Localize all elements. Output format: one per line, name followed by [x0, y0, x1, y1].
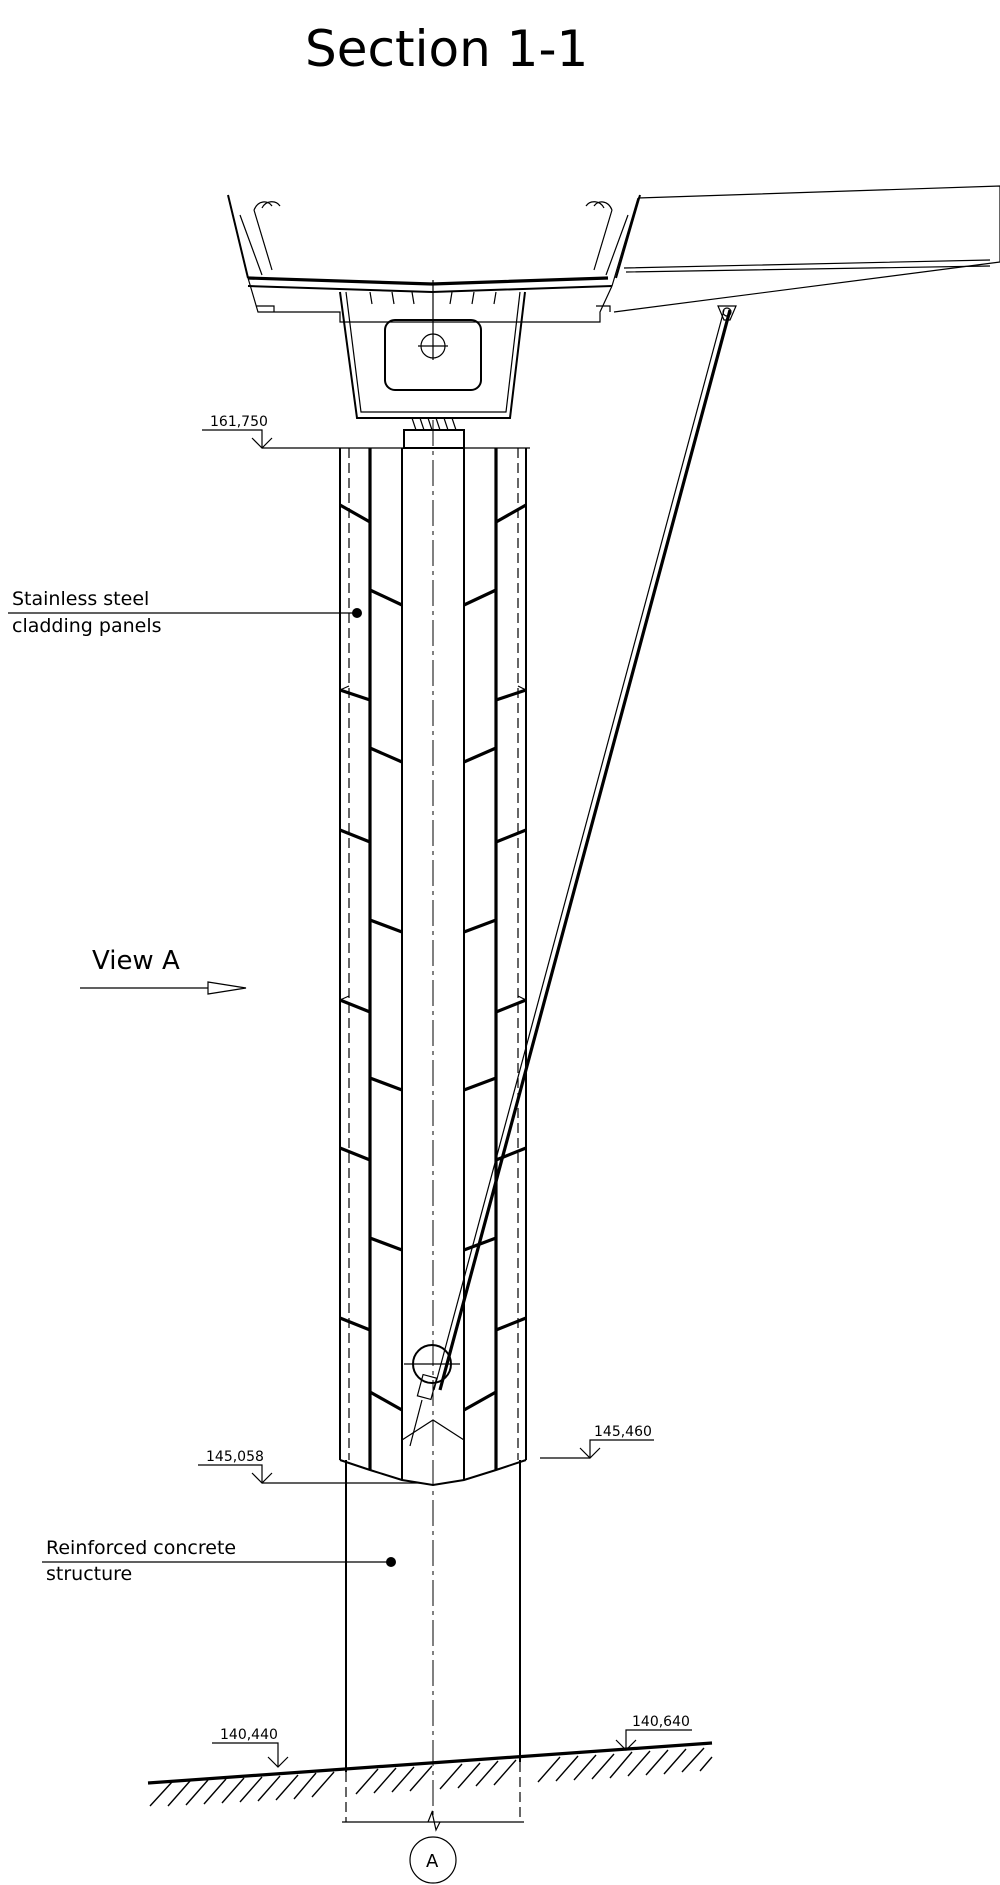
level-right-value: 145,460 [594, 1424, 652, 1440]
level-ground-right-value: 140,640 [632, 1714, 690, 1730]
pier-cladding [339, 447, 530, 1487]
concrete-label-line1: Reinforced concrete [46, 1537, 236, 1559]
view-a-label: View A [92, 946, 180, 976]
level-bottom-of-cladding: 145,058 [198, 1449, 420, 1484]
concrete-callout: Reinforced concrete structure [42, 1537, 396, 1585]
ground [147, 1741, 713, 1832]
level-ground-left: 140,440 [212, 1727, 289, 1768]
cladding-label-line2: cladding panels [12, 615, 162, 637]
concrete-label-line2: structure [46, 1563, 132, 1585]
view-a-arrow: View A [80, 946, 247, 995]
level-right: 145,460 [540, 1424, 654, 1459]
cladding-callout: Stainless steel cladding panels [8, 588, 362, 637]
drawing-title: Section 1-1 [305, 20, 588, 78]
level-bottom-of-cladding-value: 145,058 [206, 1449, 264, 1465]
level-top-of-pier-value: 161,750 [210, 414, 268, 430]
concrete-column [345, 1460, 521, 1822]
axis-marker: A [409, 1836, 457, 1884]
level-ground-right: 140,640 [615, 1714, 692, 1751]
level-top-of-pier: 161,750 [202, 414, 340, 449]
axis-marker-label: A [426, 1851, 439, 1872]
bridge-deck [227, 185, 1000, 449]
level-ground-left-value: 140,440 [220, 1727, 278, 1743]
stay-cable [404, 305, 737, 1447]
cladding-label-line1: Stainless steel [12, 588, 149, 610]
